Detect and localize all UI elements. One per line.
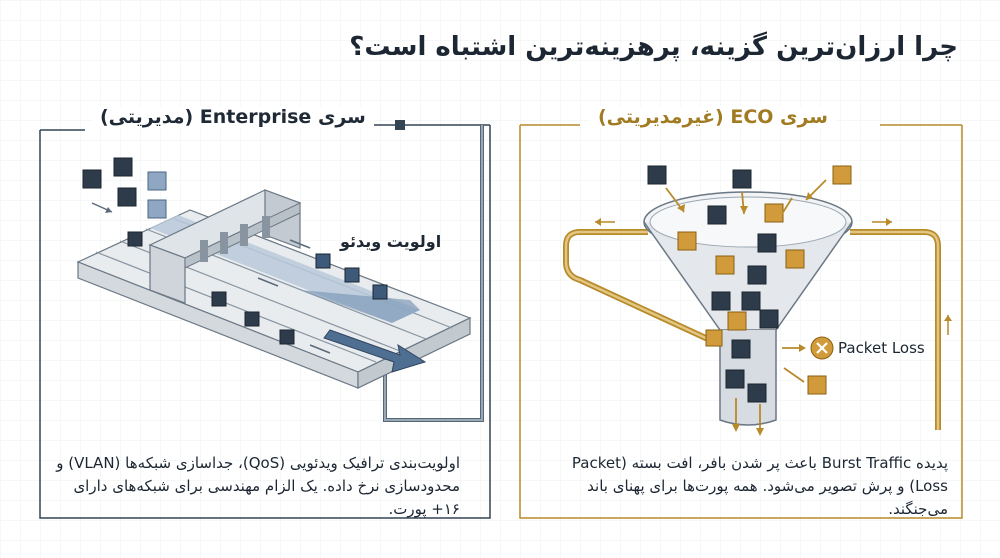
enterprise-title: سری Enterprise (مدیریتی) (92, 106, 374, 128)
video-priority-label: اولویت ویدئو (340, 232, 442, 251)
packet-loss-label: Packet Loss (838, 339, 925, 357)
eco-caption: پدیده Burst Traffic باعث پر شدن بافر، اف… (571, 454, 948, 518)
enterprise-caption: اولویت‌بندی ترافیک ویدئویی (QoS)، جداساز… (56, 454, 460, 518)
eco-title: سری ECO (غیرمدیریتی) (590, 106, 836, 128)
x-circle-icon (810, 336, 834, 360)
page-title: چرا ارزان‌ترین گزینه، پرهزینه‌ترین اشتبا… (349, 32, 958, 62)
data-cube-icon (82, 157, 388, 345)
data-cube-icon (647, 165, 852, 403)
